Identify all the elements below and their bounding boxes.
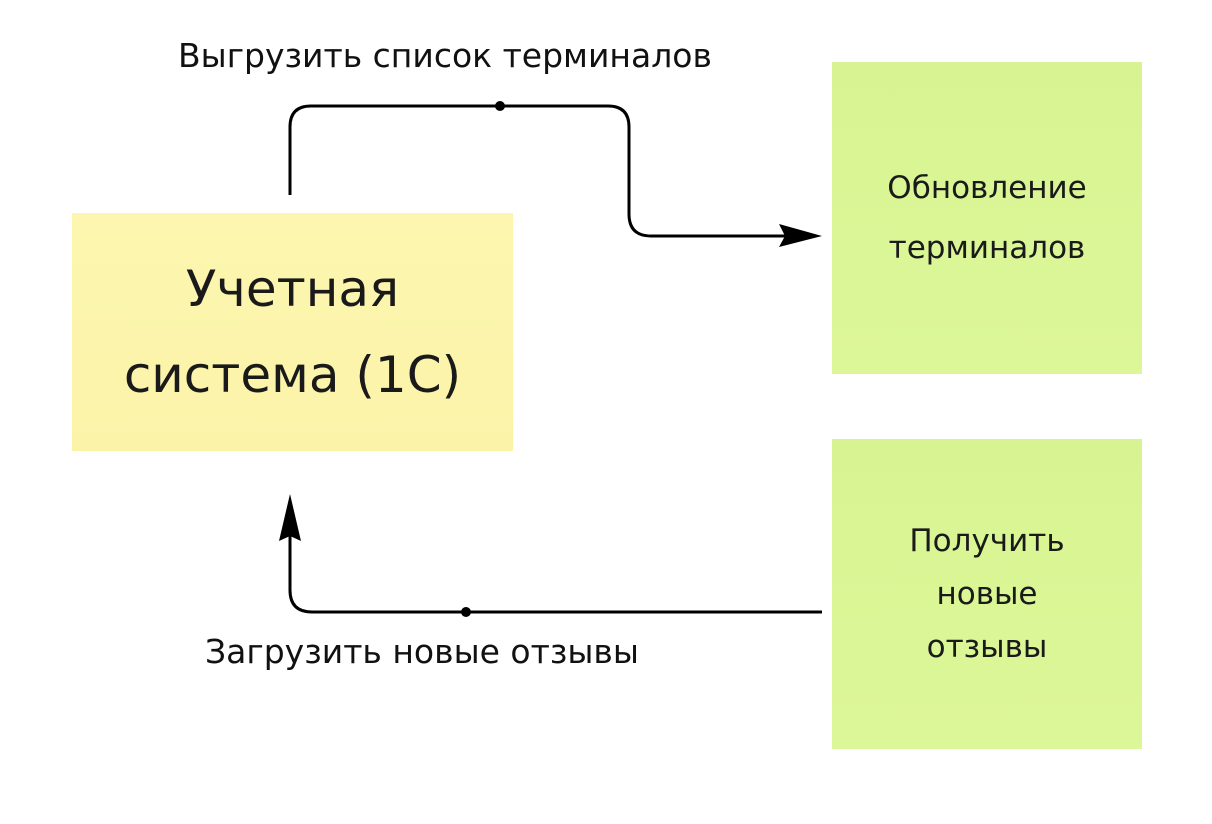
node-accounting-system[interactable]: Учетная система (1С) [72, 213, 513, 451]
arrowhead-up-icon [279, 494, 301, 541]
edge-label-export-terminals: Выгрузить список терминалов [178, 36, 712, 75]
arrowhead-right-icon [779, 224, 822, 247]
edge-load-reviews[interactable] [288, 535, 822, 614]
node-label: Учетная система (1С) [123, 260, 462, 404]
edge-midpoint-dot [461, 607, 471, 617]
node-label: Получить новые отзывы [909, 522, 1065, 665]
edge-export-terminals[interactable] [288, 104, 785, 238]
node-label: Обновление терминалов [887, 170, 1087, 266]
edge-label-load-reviews: Загрузить новые отзывы [205, 632, 639, 671]
node-get-new-reviews[interactable]: Получить новые отзывы [832, 439, 1142, 749]
node-update-terminals[interactable]: Обновление терминалов [832, 62, 1142, 374]
edge-midpoint-dot [495, 101, 505, 111]
